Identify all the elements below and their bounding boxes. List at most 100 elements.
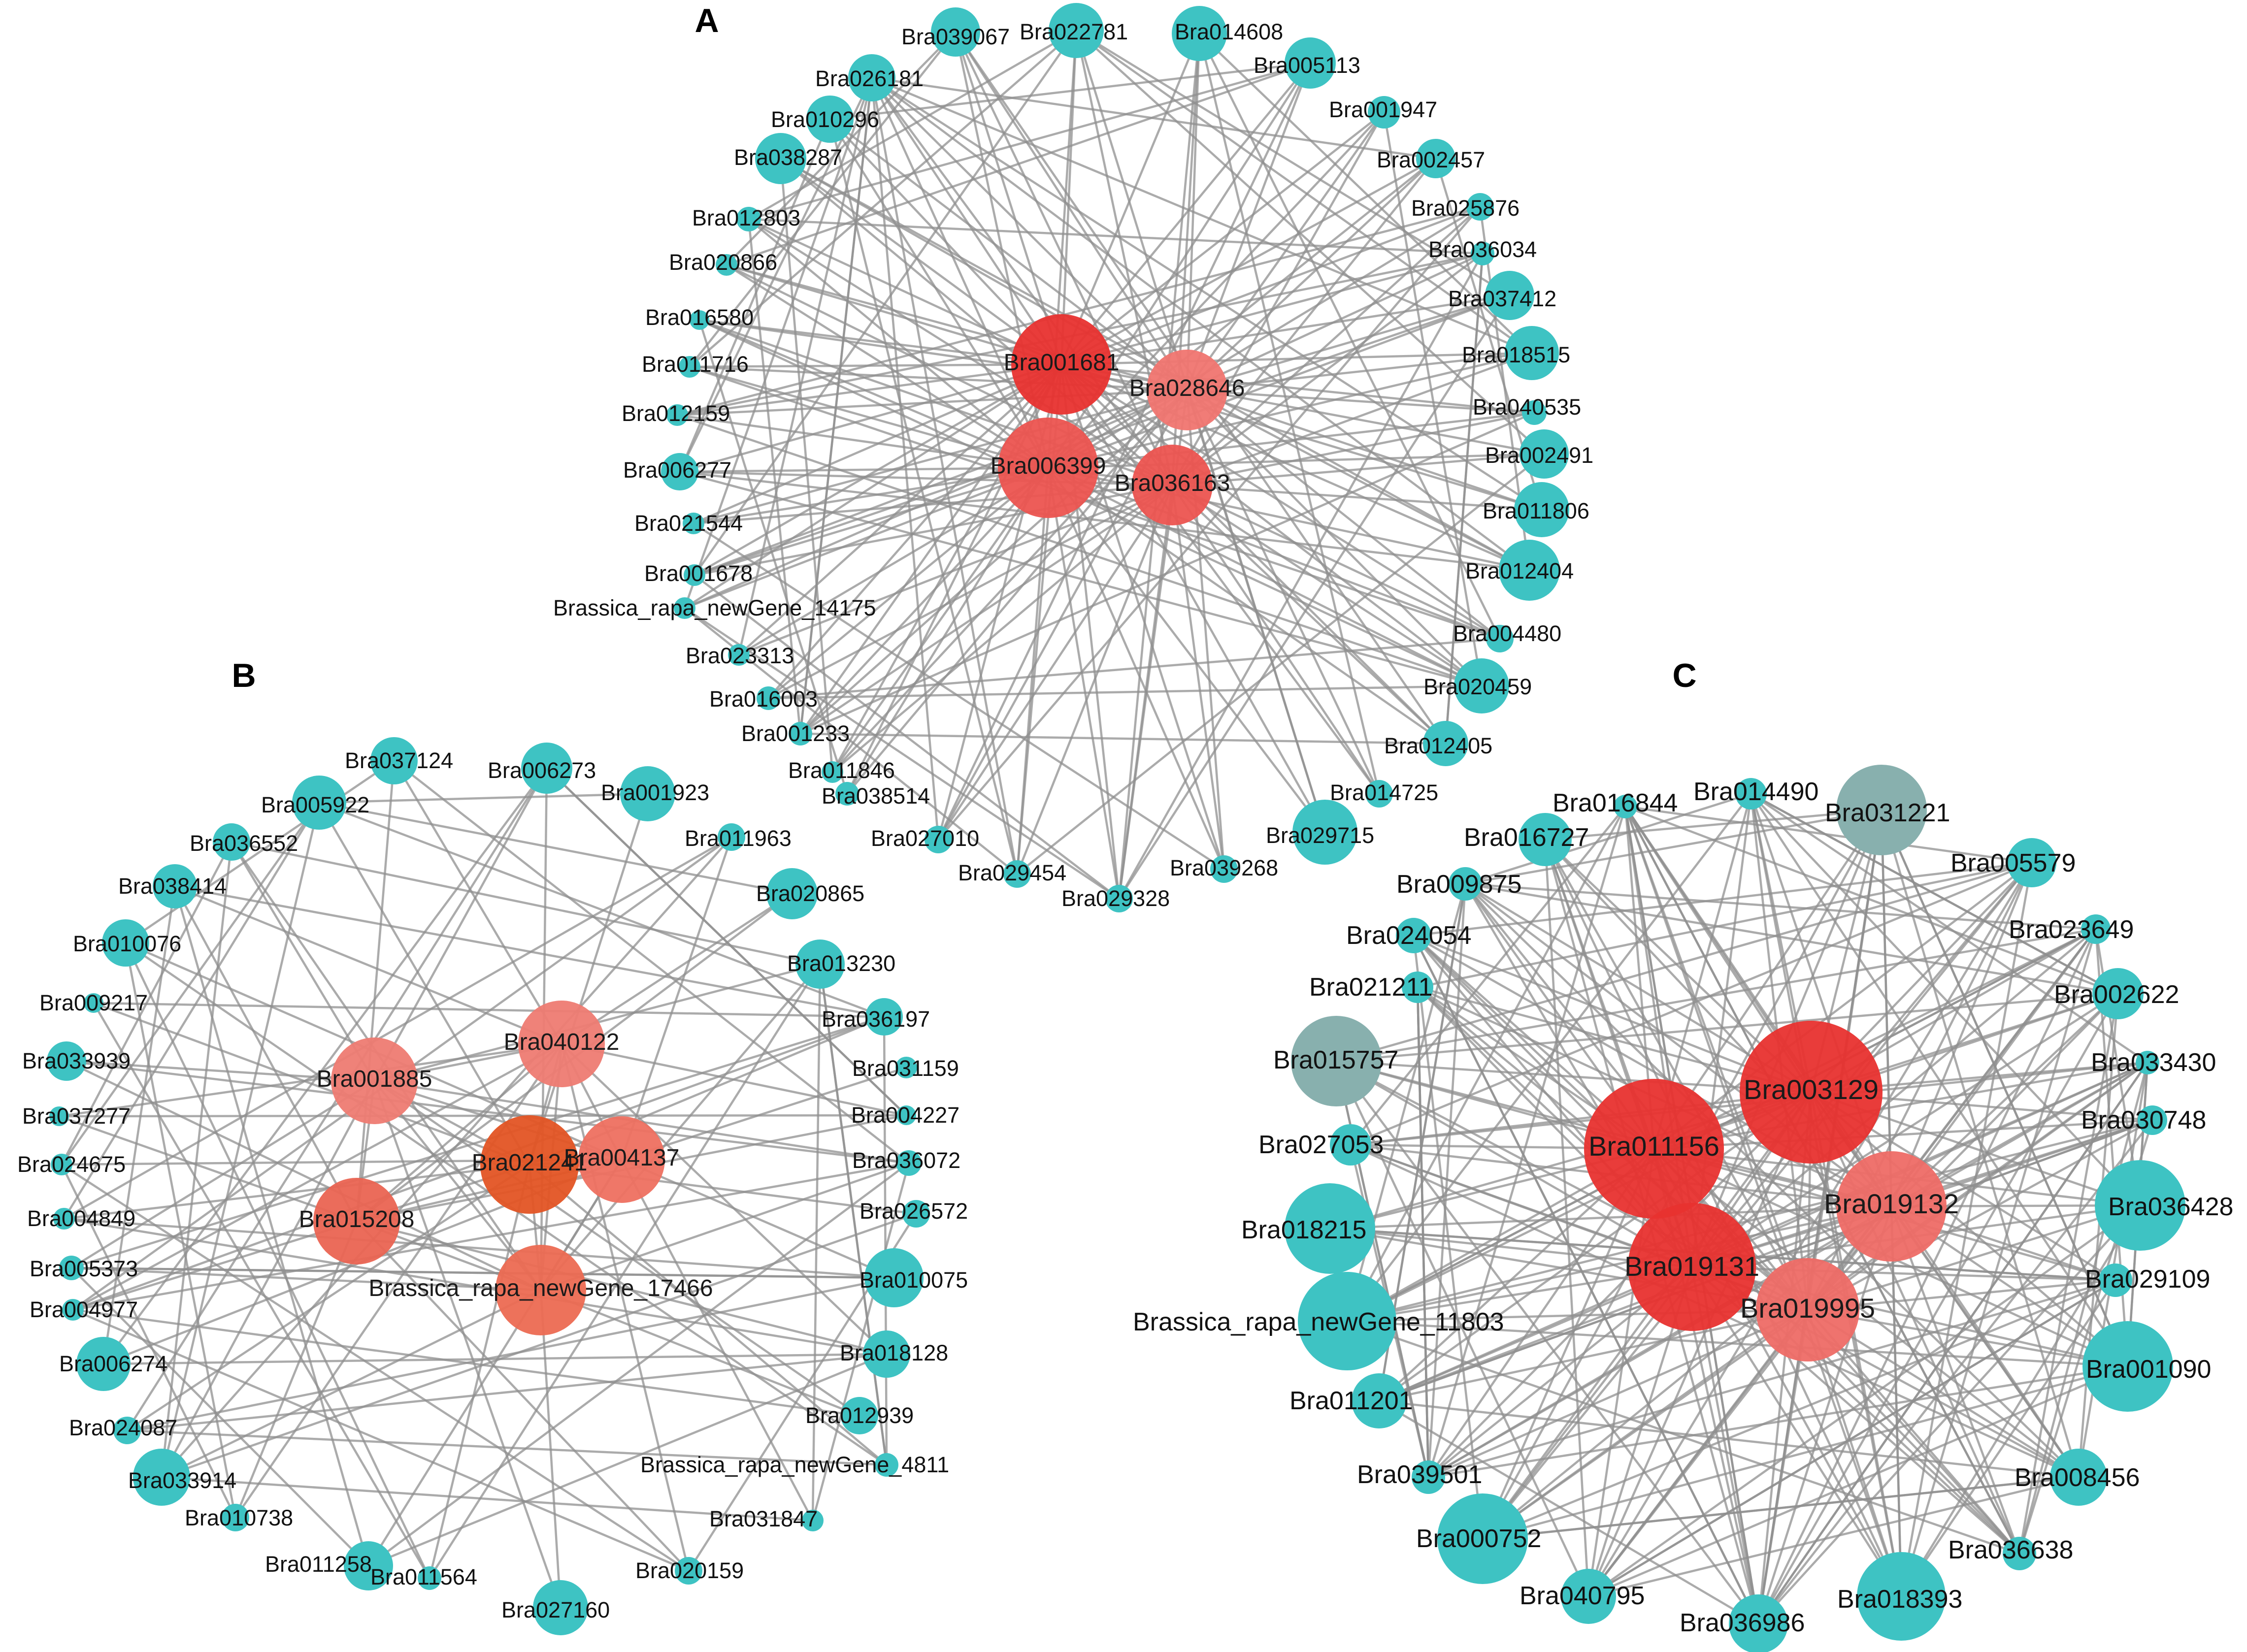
node-bra000752[interactable] [1437, 1493, 1528, 1584]
node-bra020865[interactable] [766, 868, 818, 919]
node-bra027160[interactable] [533, 1580, 588, 1635]
node-bra001678[interactable] [684, 564, 705, 586]
node-bra023313[interactable] [728, 644, 750, 666]
node-bra036986[interactable] [1729, 1594, 1788, 1652]
node-bra023649[interactable] [2081, 914, 2111, 944]
node-bra024087[interactable] [113, 1417, 141, 1444]
node-bra002622[interactable] [2092, 968, 2144, 1019]
node-brassica-rapa-newgene-11803[interactable] [1298, 1272, 1396, 1370]
node-bra036552[interactable] [213, 823, 250, 861]
node-bra004227[interactable] [896, 1105, 916, 1125]
node-bra020159[interactable] [675, 1557, 702, 1585]
node-bra002457[interactable] [1416, 139, 1455, 178]
node-bra029454[interactable] [1003, 860, 1031, 888]
node-bra016003[interactable] [757, 686, 780, 710]
node-bra024675[interactable] [51, 1154, 72, 1175]
hub-node-brassica-rapa-newgene-17466[interactable] [496, 1245, 586, 1335]
node-bra012159[interactable] [666, 404, 688, 426]
node-bra036197[interactable] [865, 998, 903, 1036]
node-brassica-rapa-newgene-14175[interactable] [674, 597, 695, 619]
node-bra037277[interactable] [49, 1106, 69, 1126]
node-bra010076[interactable] [102, 919, 149, 967]
node-bra037124[interactable] [370, 737, 418, 784]
hub-node-bra015208[interactable] [313, 1178, 400, 1264]
node-bra039501[interactable] [1412, 1460, 1445, 1494]
node-bra018128[interactable] [863, 1330, 910, 1378]
node-bra039067[interactable] [931, 7, 980, 57]
node-bra005113[interactable] [1285, 37, 1336, 89]
node-bra018215[interactable] [1285, 1183, 1375, 1274]
node-bra033914[interactable] [133, 1449, 190, 1506]
node-bra040535[interactable] [1522, 400, 1547, 425]
node-bra029109[interactable] [2099, 1263, 2132, 1297]
node-bra011201[interactable] [1352, 1373, 1407, 1428]
node-bra027010[interactable] [925, 826, 952, 853]
hub-node-bra036163[interactable] [1132, 445, 1213, 525]
node-bra009217[interactable] [84, 993, 103, 1013]
node-bra004977[interactable] [62, 1299, 84, 1321]
node-bra020459[interactable] [1454, 658, 1509, 713]
hub-node-bra028646[interactable] [1147, 350, 1227, 430]
node-bra016727[interactable] [1519, 813, 1572, 866]
node-bra027053[interactable] [1330, 1124, 1371, 1166]
node-bra005373[interactable] [59, 1256, 84, 1280]
node-bra021544[interactable] [683, 513, 704, 534]
hub-node-bra011156[interactable] [1584, 1079, 1724, 1219]
node-bra005579[interactable] [2007, 838, 2056, 887]
hub-node-bra019132[interactable] [1836, 1151, 1947, 1262]
node-bra025876[interactable] [1466, 193, 1494, 221]
node-bra029328[interactable] [1105, 885, 1133, 912]
node-bra031159[interactable] [895, 1057, 917, 1078]
node-bra031221[interactable] [1836, 765, 1927, 855]
node-bra029715[interactable] [1292, 800, 1357, 865]
node-bra014608[interactable] [1172, 6, 1227, 61]
node-bra012939[interactable] [841, 1397, 878, 1434]
node-bra036428[interactable] [2095, 1160, 2185, 1251]
node-bra006277[interactable] [661, 453, 698, 490]
node-bra030748[interactable] [2138, 1105, 2167, 1135]
node-bra016580[interactable] [690, 310, 709, 330]
node-brassica-rapa-newgene-4811[interactable] [875, 1453, 898, 1477]
node-bra001923[interactable] [620, 766, 675, 821]
node-bra031847[interactable] [802, 1510, 824, 1531]
node-bra014490[interactable] [1735, 778, 1767, 810]
hub-node-bra006399[interactable] [998, 418, 1098, 518]
node-bra002491[interactable] [1520, 429, 1569, 479]
hub-node-bra040122[interactable] [518, 1001, 605, 1087]
node-bra036072[interactable] [896, 1150, 922, 1176]
node-bra001090[interactable] [2082, 1321, 2173, 1412]
node-bra011716[interactable] [679, 356, 700, 378]
node-bra011564[interactable] [418, 1566, 441, 1590]
node-bra036638[interactable] [2003, 1537, 2036, 1570]
node-bra001233[interactable] [789, 722, 812, 745]
node-bra018393[interactable] [1857, 1552, 1946, 1641]
node-bra004849[interactable] [53, 1208, 75, 1230]
node-bra010075[interactable] [864, 1248, 924, 1307]
node-bra011846[interactable] [822, 761, 843, 783]
node-bra033430[interactable] [2136, 1051, 2159, 1074]
node-bra014725[interactable] [1365, 780, 1393, 808]
node-bra038287[interactable] [755, 133, 806, 184]
node-bra006274[interactable] [76, 1337, 131, 1391]
hub-node-bra019995[interactable] [1756, 1258, 1859, 1361]
node-bra005922[interactable] [292, 776, 346, 830]
node-bra033939[interactable] [47, 1041, 86, 1081]
node-bra011963[interactable] [718, 823, 745, 851]
node-bra010296[interactable] [806, 96, 854, 143]
node-bra022781[interactable] [1049, 3, 1104, 58]
node-bra039268[interactable] [1210, 855, 1238, 883]
node-bra010738[interactable] [222, 1504, 249, 1531]
node-bra018515[interactable] [1505, 326, 1559, 380]
node-bra015757[interactable] [1291, 1016, 1382, 1106]
node-bra012405[interactable] [1423, 721, 1468, 766]
node-bra026181[interactable] [848, 54, 895, 101]
hub-node-bra001885[interactable] [331, 1037, 418, 1124]
node-bra004480[interactable] [1486, 625, 1514, 652]
node-bra009875[interactable] [1449, 867, 1482, 901]
hub-node-bra021241[interactable] [480, 1115, 579, 1214]
node-bra037412[interactable] [1485, 271, 1534, 320]
node-bra024054[interactable] [1396, 918, 1431, 953]
node-bra016844[interactable] [1614, 795, 1637, 818]
node-bra021211[interactable] [1402, 972, 1433, 1003]
node-bra038514[interactable] [835, 782, 859, 806]
